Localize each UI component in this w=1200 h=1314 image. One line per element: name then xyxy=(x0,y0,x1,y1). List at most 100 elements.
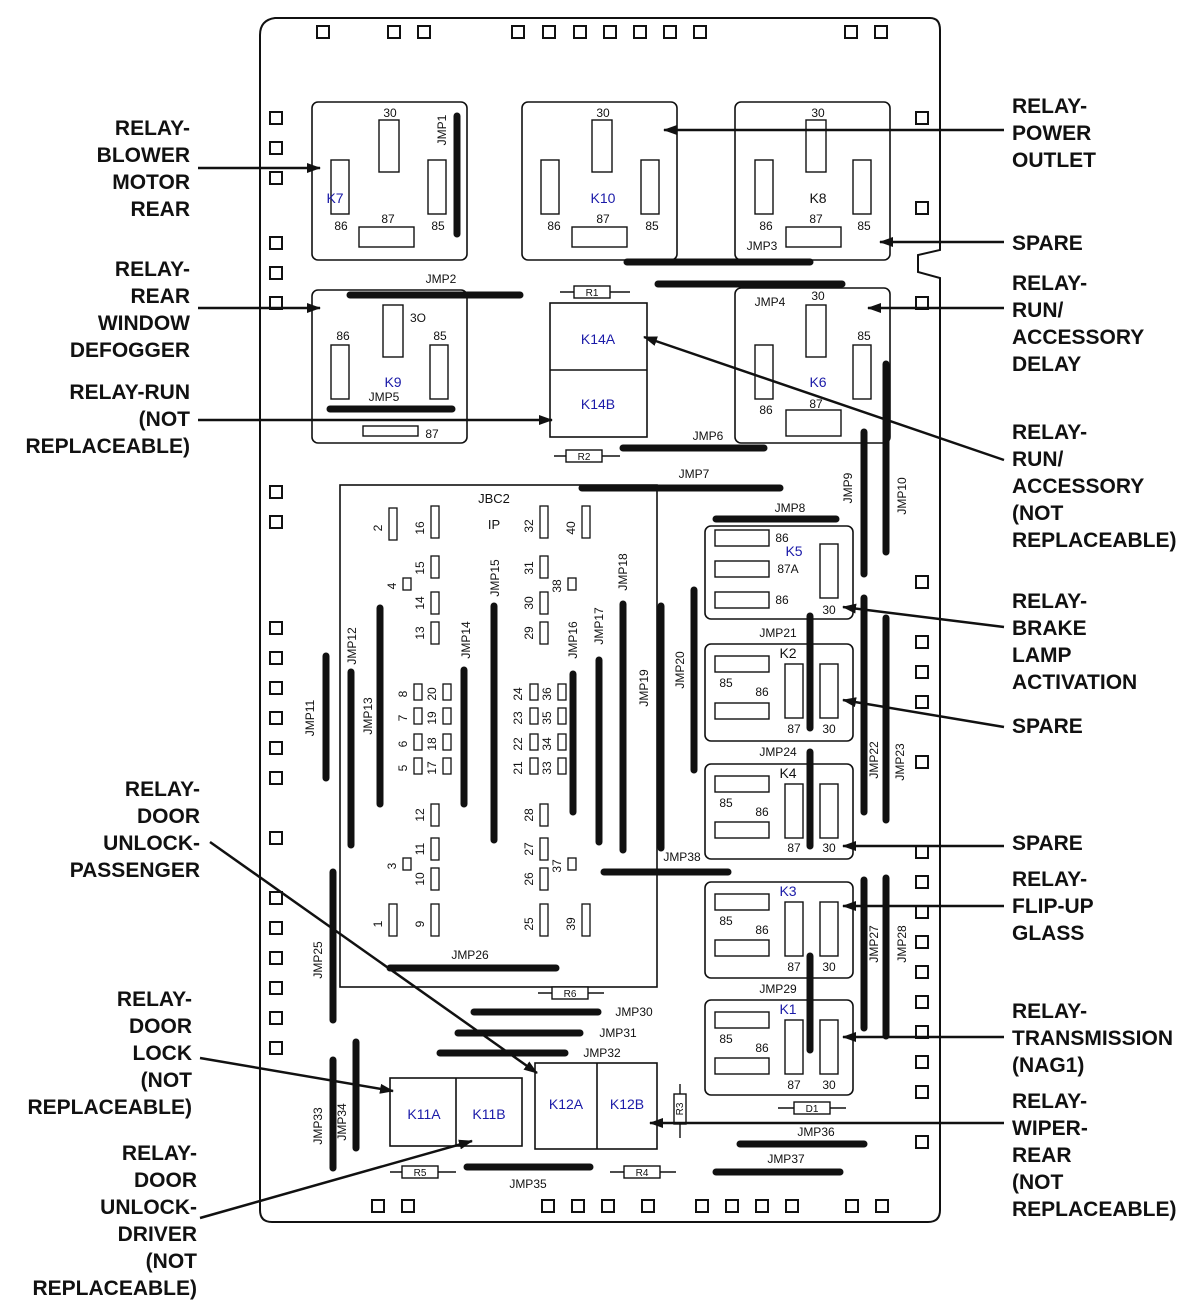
label-jmp22: JMP22 xyxy=(867,741,881,779)
label-f39: 39 xyxy=(564,917,578,931)
label-p85: 85 xyxy=(719,676,733,690)
label-f34: 34 xyxy=(540,737,554,751)
callout-rear-window-defogger: RELAY- REAR WINDOW DEFOGGER xyxy=(69,258,190,362)
label-jmp12: JMP12 xyxy=(345,627,359,665)
callout-door-unlock-driver: RELAY- DOOR UNLOCK- DRIVER (NOT REPLACEA… xyxy=(32,1142,197,1300)
label-jmp37: JMP37 xyxy=(767,1152,805,1166)
label-p85: 85 xyxy=(645,219,659,233)
label-jmp31: JMP31 xyxy=(599,1026,637,1040)
label-r4: R4 xyxy=(636,1168,649,1179)
label-f36: 36 xyxy=(540,687,554,701)
label-p87: 87 xyxy=(596,212,610,226)
callout-spare-3: SPARE xyxy=(1012,832,1083,855)
label-jmp23: JMP23 xyxy=(893,743,907,781)
label-jmp14: JMP14 xyxy=(459,621,473,659)
label-p86: 86 xyxy=(775,531,789,545)
label-jmp32: JMP32 xyxy=(583,1046,621,1060)
label-f19: 19 xyxy=(425,711,439,725)
label-f21: 21 xyxy=(511,761,525,775)
label-p86: 86 xyxy=(759,219,773,233)
label-f4: 4 xyxy=(385,582,399,589)
jbc-sub: IP xyxy=(488,517,500,532)
label-jmp2: JMP2 xyxy=(426,272,457,286)
callout-transmission-nag1: RELAY- TRANSMISSION (NAG1) xyxy=(1012,1000,1174,1077)
relay-k14a: K14A xyxy=(581,331,616,347)
relay-k8: K8 xyxy=(809,190,826,206)
label-jmp24: JMP24 xyxy=(759,745,797,759)
label-p86: 86 xyxy=(775,593,789,607)
relay-k12b: K12B xyxy=(610,1096,644,1112)
callout-run-accessory-not-replaceable: RELAY- RUN/ ACCESSORY (NOT REPLACEABLE) xyxy=(1012,421,1177,552)
label-p85: 85 xyxy=(433,329,447,343)
label-p30: 30 xyxy=(822,960,836,974)
label-f25: 25 xyxy=(522,917,536,931)
label-jmp7: JMP7 xyxy=(679,467,710,481)
label-jmp15: JMP15 xyxy=(488,559,502,597)
label-f32: 32 xyxy=(522,519,536,533)
label-jmp16: JMP16 xyxy=(566,621,580,659)
label-f35: 35 xyxy=(540,711,554,725)
callout-flip-up-glass: RELAY- FLIP-UP GLASS xyxy=(1012,868,1094,945)
label-jmp1: JMP1 xyxy=(435,114,449,145)
label-r3: R3 xyxy=(675,1102,686,1115)
label-r2: R2 xyxy=(578,452,591,463)
arrow-door-lock xyxy=(199,1056,394,1094)
label-f17: 17 xyxy=(425,761,439,775)
relay-block-k10 xyxy=(521,101,678,261)
label-f26: 26 xyxy=(522,872,536,886)
label-f37: 37 xyxy=(550,859,564,873)
label-f1: 1 xyxy=(371,920,385,927)
label-f31: 31 xyxy=(522,561,536,575)
board-outline xyxy=(259,17,941,1223)
relay-k2: K2 xyxy=(779,645,796,661)
label-jmp36: JMP36 xyxy=(797,1125,835,1139)
callout-run-accessory-delay: RELAY- RUN/ ACCESSORY DELAY xyxy=(1012,272,1145,376)
label-f13: 13 xyxy=(413,626,427,640)
label-r1: R1 xyxy=(586,288,599,299)
label-f30: 30 xyxy=(522,596,536,610)
callout-door-lock: RELAY- DOOR LOCK (NOT REPLACEABLE) xyxy=(27,988,192,1119)
label-jmp26: JMP26 xyxy=(451,948,489,962)
relay-block-k6 xyxy=(734,287,891,444)
label-jmp5: JMP5 xyxy=(369,390,400,404)
jbc-label: JBC2 xyxy=(478,491,510,506)
label-f38: 38 xyxy=(550,579,564,593)
label-f33: 33 xyxy=(540,761,554,775)
relay-k12a: K12A xyxy=(549,1096,584,1112)
relay-k11a: K11A xyxy=(407,1106,441,1122)
relay-block-k1 xyxy=(704,999,854,1096)
label-jmp8: JMP8 xyxy=(775,501,806,515)
label-jmp10: JMP10 xyxy=(895,477,909,515)
label-jmp11: JMP11 xyxy=(303,699,317,736)
label-p86: 86 xyxy=(336,329,350,343)
label-jmp25: JMP25 xyxy=(311,941,325,979)
label-f20: 20 xyxy=(425,687,439,701)
label-jmp38: JMP38 xyxy=(663,850,701,864)
label-f23: 23 xyxy=(511,711,525,725)
label-p86: 86 xyxy=(755,685,769,699)
label-p85: 85 xyxy=(857,219,871,233)
callout-power-outlet: RELAY- POWER OUTLET xyxy=(1012,95,1096,172)
label-f29: 29 xyxy=(522,626,536,640)
label-p86: 86 xyxy=(755,805,769,819)
callout-spare-2: SPARE xyxy=(1012,715,1083,738)
label-p85: 85 xyxy=(431,219,445,233)
label-p30: 30 xyxy=(596,106,610,120)
label-p3o: 3O xyxy=(410,311,426,325)
label-jmp33: JMP33 xyxy=(311,1107,325,1145)
label-p87: 87 xyxy=(787,960,801,974)
label-f9: 9 xyxy=(413,920,427,927)
callout-wiper-rear: RELAY- WIPER- REAR (NOT REPLACEABLE) xyxy=(1012,1090,1177,1221)
callout-brake-lamp-activation: RELAY- BRAKE LAMP ACTIVATION xyxy=(1012,590,1138,694)
label-f16: 16 xyxy=(413,521,427,535)
label-jmp18: JMP18 xyxy=(616,553,630,591)
label-p85: 85 xyxy=(719,1032,733,1046)
label-jmp13: JMP13 xyxy=(361,697,375,735)
label-p86: 86 xyxy=(755,923,769,937)
label-p30: 30 xyxy=(822,1078,836,1092)
label-jmp30: JMP30 xyxy=(615,1005,653,1019)
relay-k1: K1 xyxy=(779,1001,796,1017)
edge-connectors xyxy=(269,25,929,1213)
relay-block-k4 xyxy=(704,763,854,860)
